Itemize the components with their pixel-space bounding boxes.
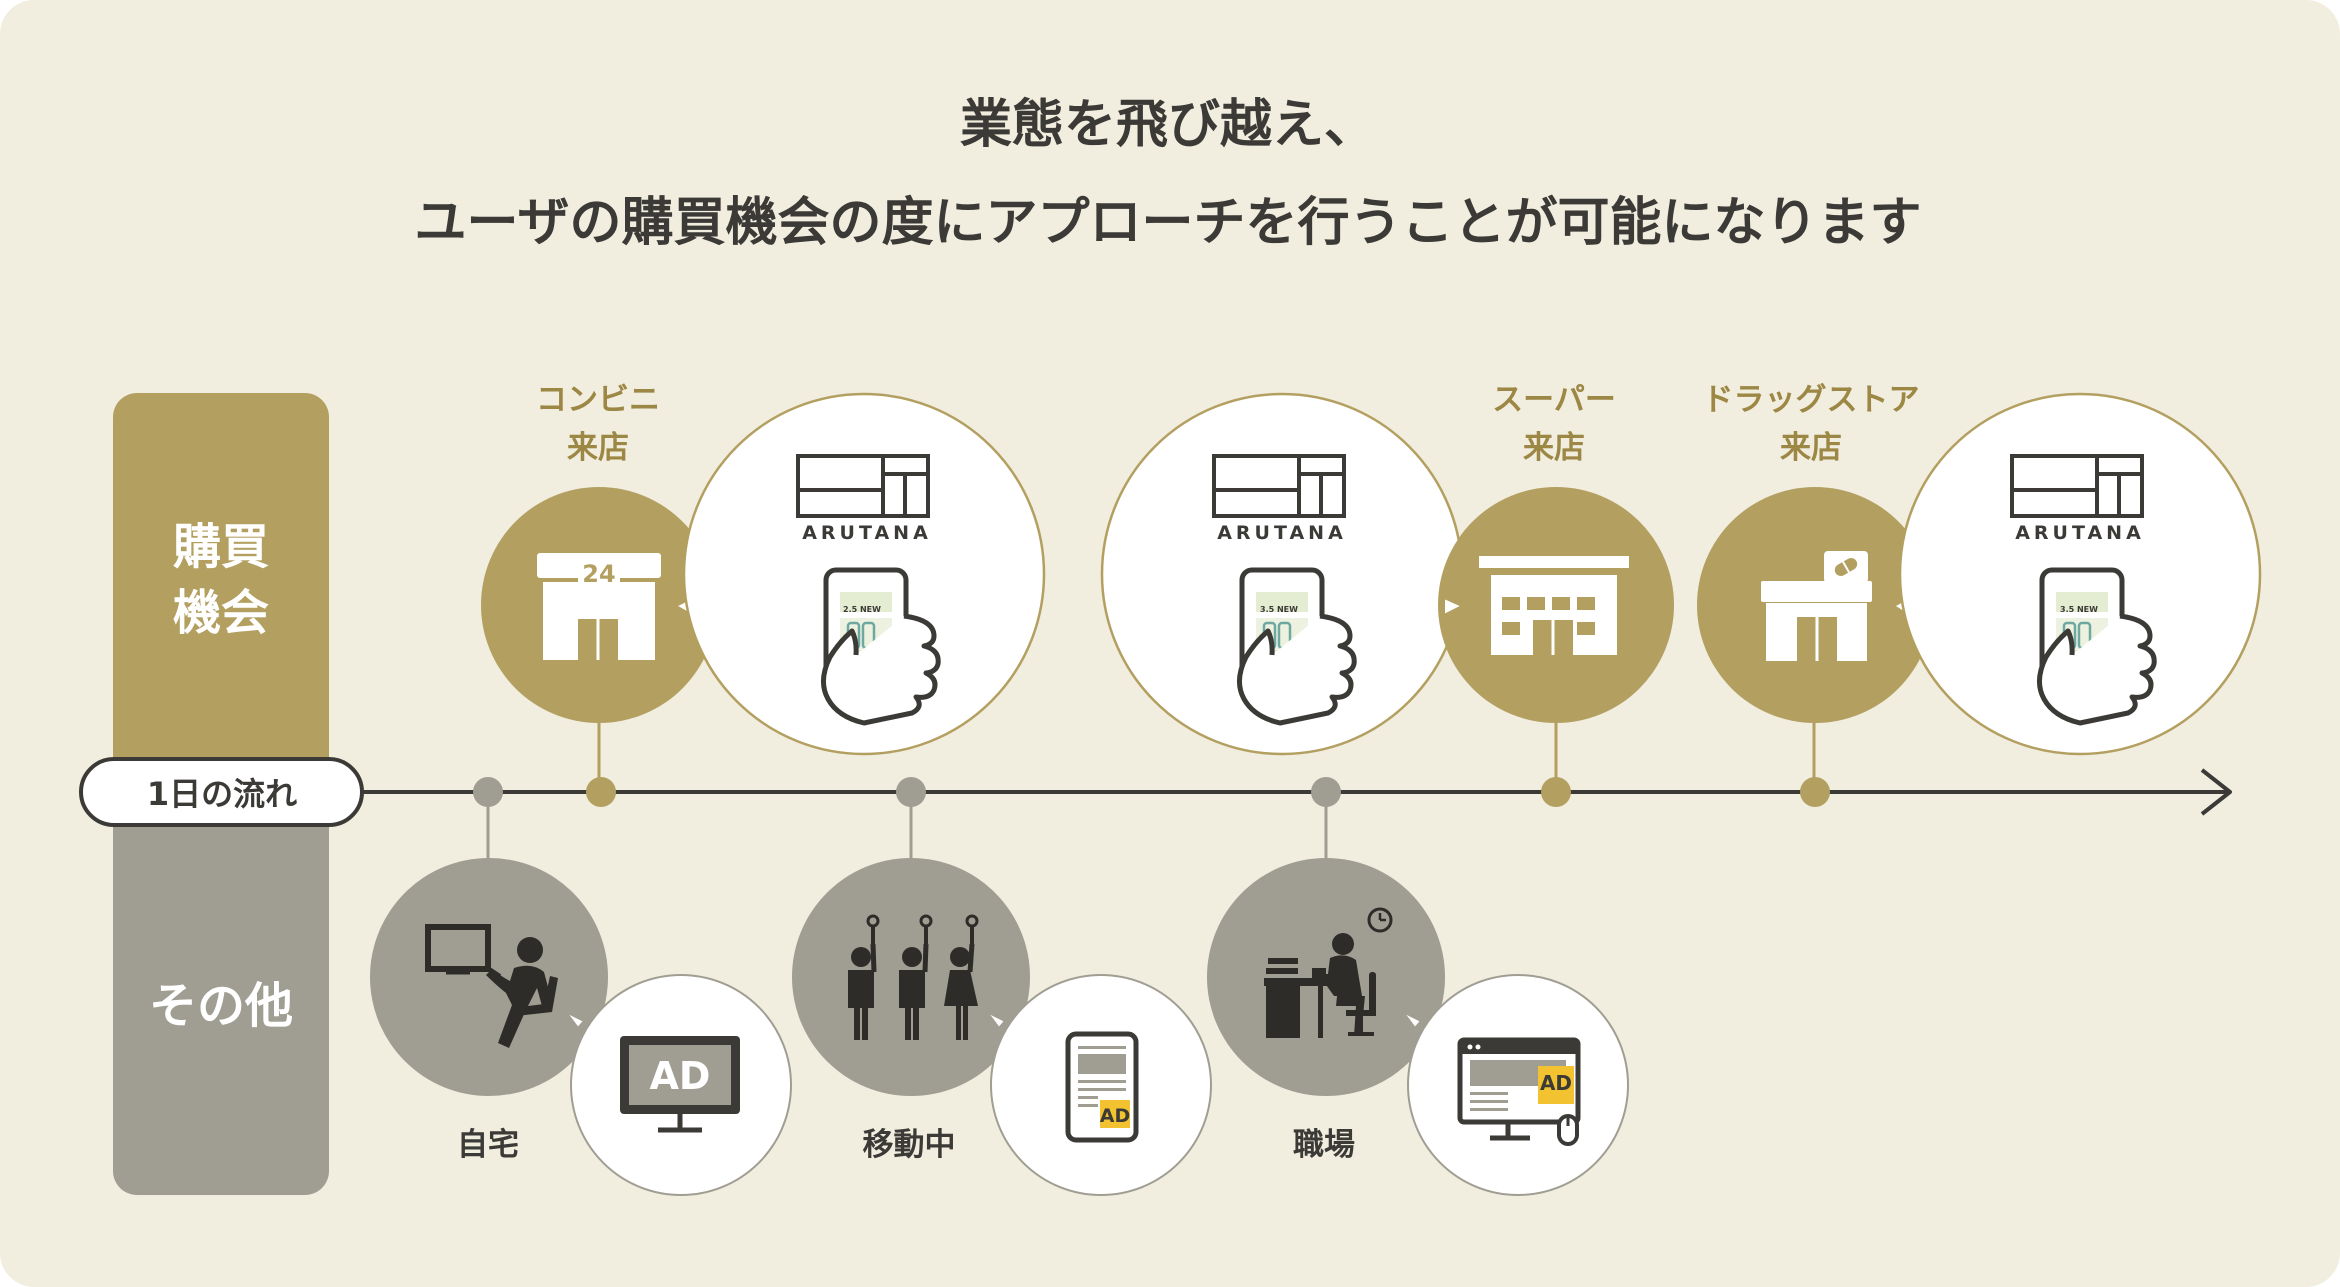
desktop-ad-label: AD — [1540, 1071, 1572, 1095]
place-label-commute: 移動中 — [863, 1127, 956, 1163]
timeline-dot-work — [1311, 777, 1341, 807]
office-worker-icon — [1264, 907, 1393, 1038]
title-line-2: ユーザの購買機会の度にアプローチを行うことが可能になります — [415, 193, 1922, 253]
purchase-band-label-1: 購買 — [173, 519, 269, 575]
speech-pointer-work — [1402, 1011, 1423, 1030]
tablet-ad-icon: AD — [1065, 1031, 1139, 1143]
timeline-dot-convenience — [586, 777, 616, 807]
tv-ad-label: AD — [650, 1054, 711, 1098]
store-label-drugstore-2: 来店 — [1780, 430, 1842, 466]
timeline-dot-commute — [896, 777, 926, 807]
speech-pointer-home — [565, 1011, 586, 1030]
tv-viewer-icon — [425, 924, 558, 1048]
speech-pointer-commute — [986, 1011, 1007, 1030]
purchase-band-label-2: 機会 — [173, 585, 269, 641]
arutana-logo-text-3: ARUTANA — [2015, 522, 2145, 544]
timeline-label-pill — [79, 757, 364, 827]
timeline-dot-home — [473, 777, 503, 807]
other-band — [113, 795, 329, 1195]
store-label-drugstore-1: ドラッグストア — [1703, 382, 1920, 418]
app-screen-label: 2.5 NEW — [843, 605, 881, 614]
arutana-logo-text: ARUTANA — [802, 522, 932, 544]
store-label-convenience-2: 来店 — [567, 430, 629, 466]
title-line-1: 業態を飛び越え、 — [960, 95, 1376, 155]
timeline-label: 1日の流れ — [147, 775, 297, 813]
place-label-work: 職場 — [1293, 1127, 1355, 1163]
convenience-store-icon: 24 — [537, 553, 661, 660]
store-label-convenience-1: コンビニ — [536, 382, 660, 418]
tv-ad-icon: AD — [620, 1036, 740, 1133]
desktop-ad-icon: AD — [1457, 1037, 1581, 1146]
store-label-supermarket-2: 来店 — [1523, 430, 1585, 466]
timeline-dot-drugstore — [1800, 777, 1830, 807]
tablet-ad-label: AD — [1100, 1105, 1130, 1127]
supermarket-icon — [1479, 556, 1629, 655]
place-label-home: 自宅 — [457, 1127, 519, 1163]
timeline-dot-supermarket — [1541, 777, 1571, 807]
store-label-supermarket-1: スーパー — [1492, 382, 1616, 418]
app-screen-label-2: 3.5 NEW — [1260, 605, 1298, 614]
speech-pointer-2 — [1443, 596, 1465, 617]
store-sign-text: 24 — [582, 560, 615, 588]
purchase-band — [113, 393, 329, 781]
app-screen-label-3: 3.5 NEW — [2060, 605, 2098, 614]
drugstore-icon — [1761, 551, 1872, 661]
timeline-arrow-head — [2200, 768, 2232, 816]
other-band-label: その他 — [149, 978, 293, 1034]
arutana-logo-text-2: ARUTANA — [1217, 522, 1347, 544]
train-commuters-icon — [848, 914, 979, 1040]
